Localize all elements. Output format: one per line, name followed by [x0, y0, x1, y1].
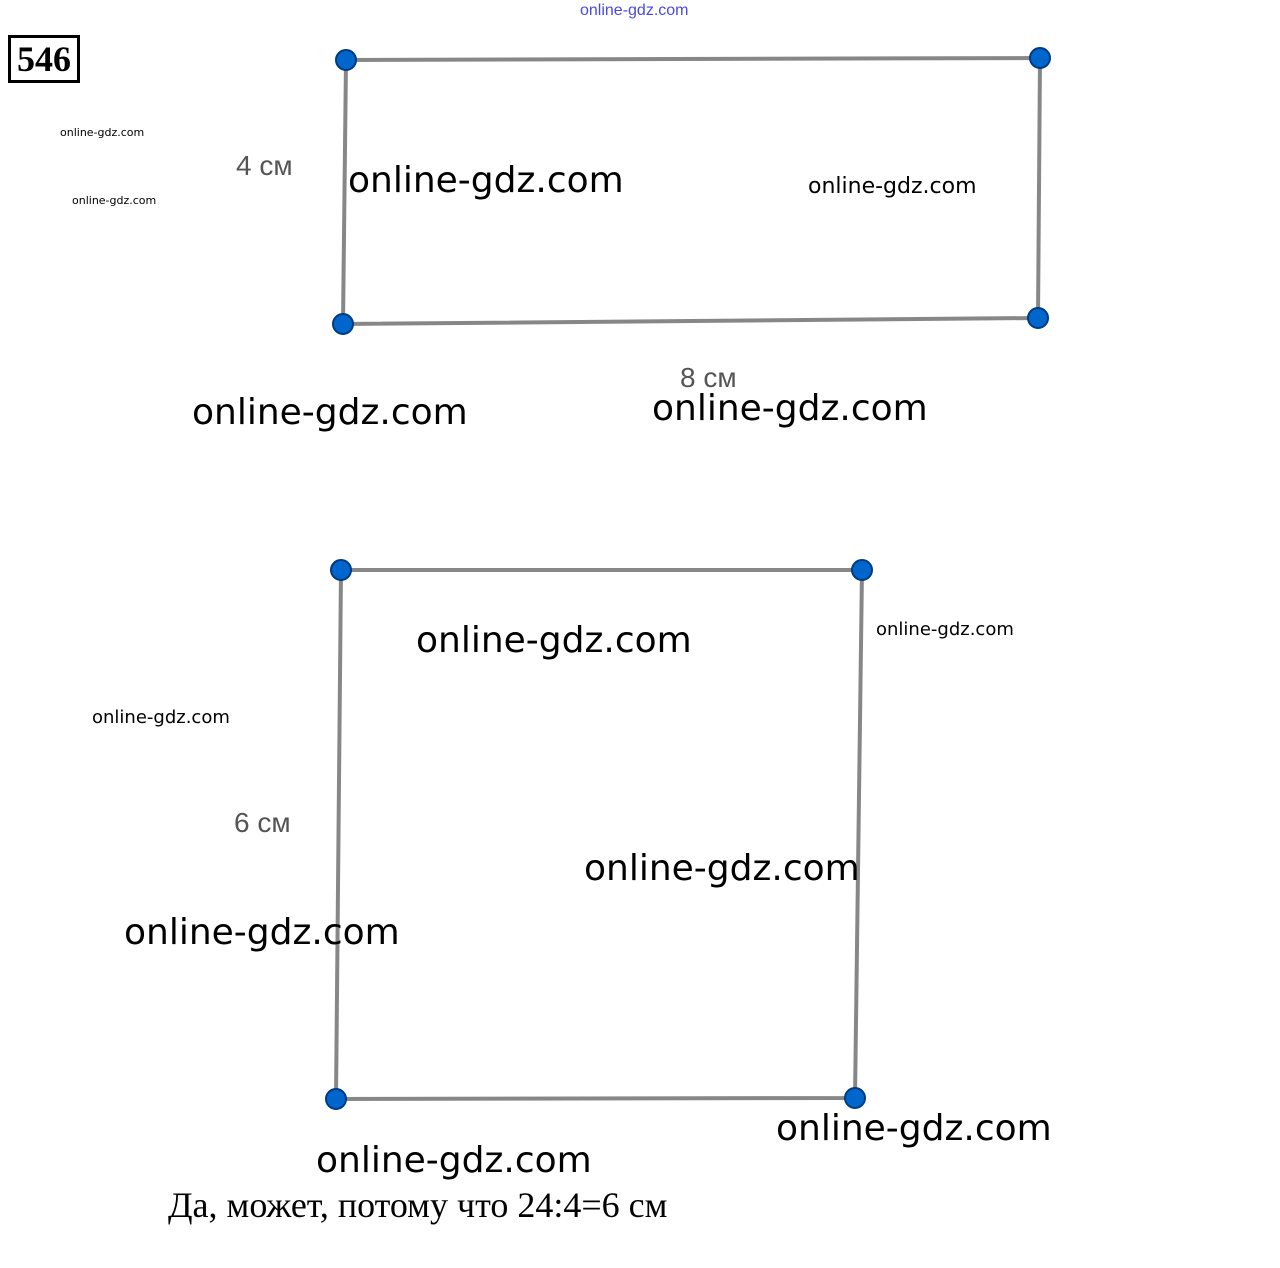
answer-text: Да, может, потому что 24:4=6 см — [168, 1185, 668, 1225]
height-label-1: 4 см — [236, 150, 293, 181]
width-label-1: 8 см — [680, 362, 737, 393]
vertex — [1027, 307, 1049, 329]
watermark: online-gdz.com — [192, 392, 468, 433]
vertex — [332, 313, 354, 335]
vertex — [844, 1087, 866, 1109]
rectangle-2-vertices — [325, 559, 873, 1110]
problem-number: 546 — [8, 35, 80, 83]
vertex — [851, 559, 873, 581]
watermark: online-gdz.com — [652, 388, 928, 429]
height-label-2: 6 см — [234, 807, 291, 838]
watermark: online-gdz.com — [876, 619, 1014, 640]
vertex — [330, 559, 352, 581]
watermark: online-gdz.com — [776, 1108, 1052, 1149]
watermark: online-gdz.com — [416, 620, 692, 661]
watermark: online-gdz.com — [584, 848, 860, 889]
watermark: online-gdz.com — [348, 160, 624, 201]
vertex — [335, 49, 357, 71]
vertex — [325, 1088, 347, 1110]
watermark: online-gdz.com — [92, 707, 230, 728]
watermark: online-gdz.com — [72, 194, 157, 207]
watermark: online-gdz.com — [124, 912, 400, 953]
watermark: online-gdz.com — [60, 126, 145, 139]
watermark: online-gdz.com — [808, 174, 977, 199]
header-watermark: online-gdz.com — [580, 2, 689, 19]
watermark: online-gdz.com — [316, 1140, 592, 1181]
vertex — [1029, 47, 1051, 69]
rectangle-1-vertices — [332, 47, 1051, 335]
